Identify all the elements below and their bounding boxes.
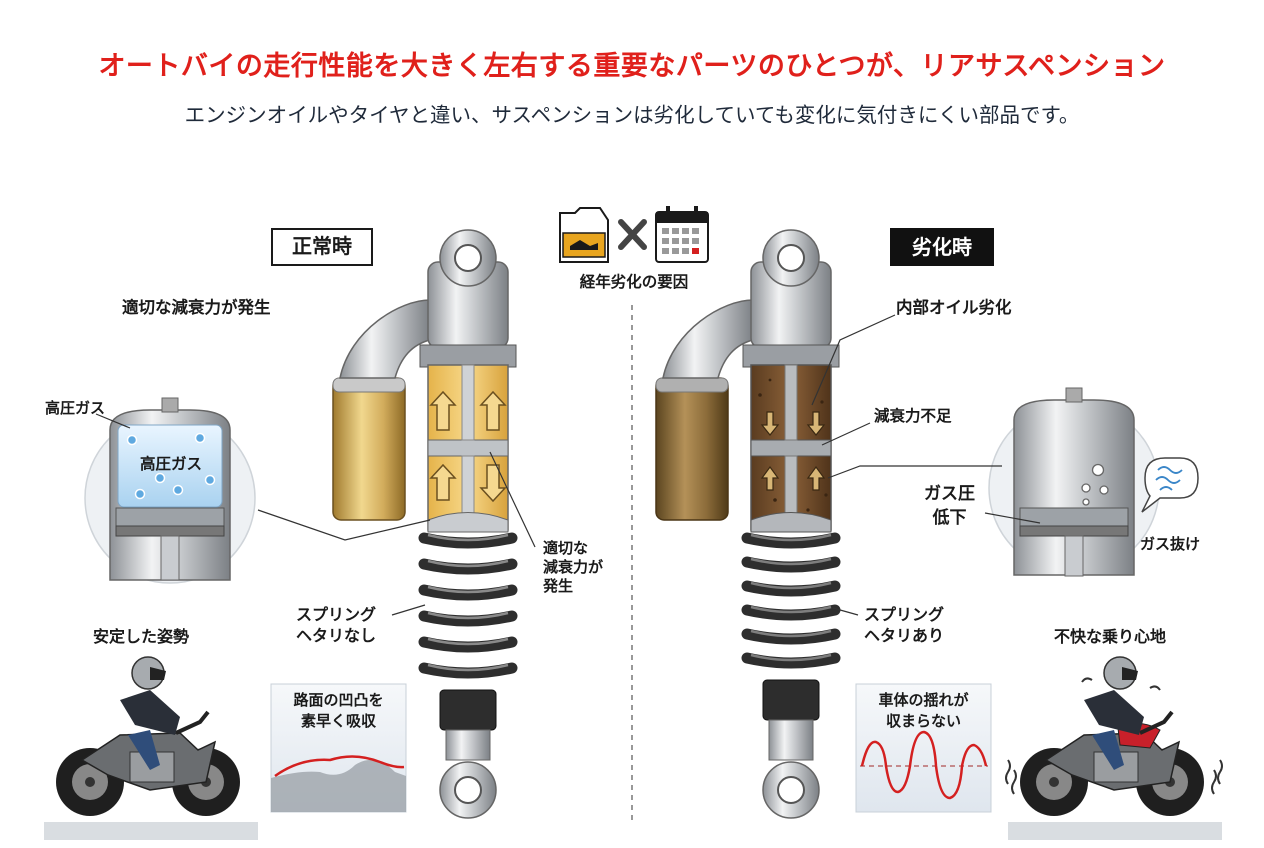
uncomfortable-ride-label: 不快な乗り心地	[1054, 627, 1167, 646]
body-shake-line-2: 収まらない	[885, 712, 961, 730]
low-gas-pressure-zoom	[984, 387, 1199, 577]
spring-no-sag-line-2: ヘタリなし	[296, 626, 377, 645]
high-pressure-gas-zoom	[84, 397, 431, 584]
spring-no-sag-line-1: スプリング	[296, 605, 377, 624]
aging-factors-label: 経年劣化の要因	[579, 273, 689, 291]
body-shake-graph	[855, 683, 992, 813]
worn-state-badge: 劣化時	[890, 228, 994, 266]
spring-sag-line-2: ヘタリあり	[864, 626, 945, 645]
stable-posture-label: 安定した姿勢	[93, 627, 190, 646]
uncomfortable-rider-illustration	[1005, 656, 1223, 840]
road-absorb-line-2: 素早く吸収	[300, 712, 376, 730]
road-absorb-graph	[270, 683, 407, 813]
high-pressure-gas-inner-label: 高圧ガス	[140, 455, 203, 473]
stable-rider-illustration	[44, 656, 258, 840]
gas-pressure-drop-line-1: ガス圧	[924, 484, 975, 504]
spring-sag-label: スプリング ヘタリあり	[864, 604, 944, 646]
damping-callout-line-3: 発生	[543, 577, 574, 595]
high-pressure-gas-outer-label: 高圧ガス	[45, 399, 106, 417]
gas-leak-icon	[1155, 466, 1183, 491]
body-shake-label: 車体の揺れが 収まらない	[856, 690, 991, 732]
spring-sag-line-1: スプリング	[864, 605, 945, 624]
damping-callout-line-2: 減衰力が	[543, 558, 604, 576]
gas-leak-label: ガス抜け	[1140, 535, 1201, 553]
page-title: オートバイの走行性能を大きく左右する重要なパーツのひとつが、リアサスペンション	[98, 51, 1166, 82]
spring-no-sag-label: スプリング ヘタリなし	[296, 604, 376, 646]
oil-can-icon	[559, 207, 609, 263]
worn-shock	[655, 229, 841, 819]
page-subtitle: エンジンオイルやタイヤと違い、サスペンションは劣化していても変化に気付きにくい部…	[184, 103, 1080, 127]
calendar-icon	[655, 206, 709, 263]
road-absorb-line-1: 路面の凹凸を	[293, 691, 384, 709]
cross-symbol	[618, 219, 647, 250]
proper-damping-label: 適切な減衰力が発生	[122, 298, 271, 317]
oil-degradation-label: 内部オイル劣化	[896, 298, 1012, 317]
gas-pressure-drop-line-2: 低下	[932, 508, 967, 528]
insufficient-damping-label: 減衰力不足	[874, 407, 952, 425]
gas-pressure-drop-label: ガス圧 低下	[924, 482, 975, 530]
normal-state-badge: 正常時	[271, 228, 373, 266]
body-shake-line-1: 車体の揺れが	[878, 691, 969, 709]
damping-callout-line-1: 適切な	[543, 539, 589, 557]
damping-callout: 適切な 減衰力が 発生	[543, 539, 603, 596]
road-absorb-label: 路面の凹凸を 素早く吸収	[271, 690, 406, 732]
normal-shock	[332, 229, 518, 819]
